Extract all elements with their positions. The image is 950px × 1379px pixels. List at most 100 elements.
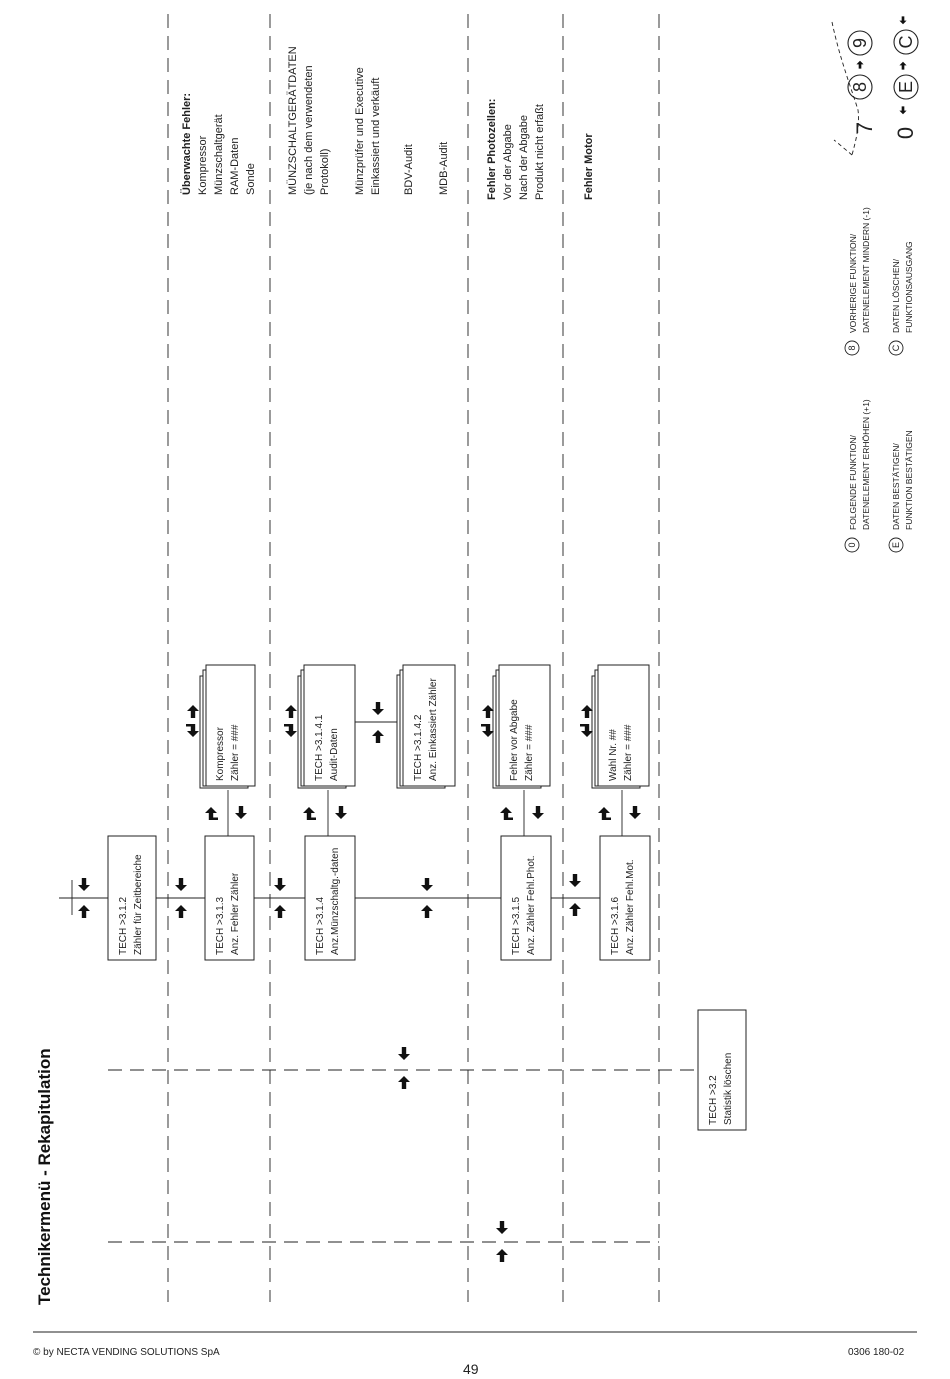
note-muenz-line: (je nach dem verwendeten	[303, 65, 315, 195]
note-muenz-line: MÜNZSCHALTGERÄTDATEN	[287, 46, 299, 195]
footer-copyright: © by NECTA VENDING SOLUTIONS SpA	[33, 1347, 220, 1358]
box-photo-line1: Fehler vor Abgabe	[509, 699, 520, 781]
arrow-down-icon	[629, 806, 641, 819]
note-muenz-bdv: BDV-Audit	[403, 144, 415, 195]
note-muenz-line: Protokoll)	[319, 149, 331, 195]
note-muenz-mdb: MDB-Audit	[438, 142, 450, 195]
note-photo-line: Nach der Abgabe	[518, 115, 530, 200]
svg-text:9: 9	[850, 38, 870, 48]
note-ueberwacht-line: Sonde	[245, 163, 257, 195]
box-kompressor-line2: Zähler = ###	[230, 724, 241, 781]
box-photo-line2: Zähler = ###	[524, 724, 535, 781]
bent-arrow-icon	[205, 807, 218, 820]
key-0-large-icon: 0	[893, 127, 918, 139]
legend-bestaetigen-line2: FUNKTION BESTÄTIGEN	[904, 430, 914, 530]
key-e-icon: E	[888, 537, 904, 553]
bent-arrow-icon	[481, 724, 494, 737]
arrow-down-icon	[421, 878, 433, 891]
arrow-up-icon	[482, 705, 494, 718]
box-314-line2: Anz.Münzschaltg.-daten	[330, 848, 341, 955]
note-photo-line: Produkt nicht erfaßt	[534, 104, 546, 200]
legend-loeschen-line2: FUNKTIONSAUSGANG	[904, 241, 914, 333]
box-32-line1: TECH >3.2	[708, 1075, 719, 1125]
key-7-icon: 7	[852, 122, 877, 134]
svg-text:7: 7	[852, 122, 877, 134]
arrow-down-icon	[78, 878, 90, 891]
arrow-up-icon	[581, 705, 593, 718]
box-314-line1: TECH >3.1.4	[315, 896, 326, 955]
key-e-large-icon: E	[893, 74, 919, 100]
connectors	[59, 721, 623, 915]
key-c-icon: C	[888, 340, 904, 356]
arrow-down-icon	[899, 106, 907, 115]
arrow-up-icon	[78, 905, 90, 918]
arrow-up-icon	[569, 903, 581, 916]
box-312-line2: Zähler für Zeitbereiche	[133, 854, 144, 955]
level-lines	[108, 1069, 698, 1243]
footer-code: 0306 180-02	[848, 1347, 905, 1358]
bent-arrow-icon	[303, 807, 316, 820]
box-einkassiert-line2: Anz. Einkassiert Zähler	[428, 678, 439, 781]
box-315-line2: Anz. Zähler Fehl.Phot.	[526, 856, 537, 956]
note-ueberwacht-line: Kompressor	[197, 135, 209, 195]
arrow-down-icon	[398, 1047, 410, 1060]
arrow-down-icon	[899, 16, 907, 25]
page-title: Technikermenü - Rekapitulation	[35, 1048, 54, 1305]
box-316-line1: TECH >3.1.6	[610, 896, 621, 955]
arrow-down-icon	[372, 702, 384, 715]
column-separators	[167, 14, 660, 1302]
arrow-down-icon	[274, 878, 286, 891]
arrow-up-icon	[398, 1076, 410, 1089]
keypad-illustration: 7 8 9 0 E C	[831, 16, 919, 156]
arrow-up-icon	[175, 905, 187, 918]
svg-text:0: 0	[847, 542, 857, 547]
legend-folgende-line2: DATENELEMENT ERHÖHEN (+1)	[861, 399, 871, 530]
arrow-up-icon	[421, 905, 433, 918]
note-muenz-sub: Münzprüfer und Executive	[354, 67, 366, 195]
key-9-large-icon: 9	[847, 30, 873, 56]
box-audit-line1: TECH >3.1.4.1	[314, 714, 325, 781]
note-motor-heading: Fehler Motor	[583, 133, 595, 200]
arrow-up-icon	[899, 61, 907, 70]
box-312-line1: TECH >3.1.2	[118, 896, 129, 955]
bent-arrow-icon	[598, 807, 611, 820]
arrow-down-icon	[335, 806, 347, 819]
key-0-icon: 0	[844, 537, 860, 553]
main-boxes	[107, 835, 747, 1131]
svg-text:8: 8	[850, 82, 870, 92]
box-texts: TECH >3.1.2 Zähler für Zeitbereiche TECH…	[118, 678, 734, 1125]
note-photo-line: Vor der Abgabe	[502, 124, 514, 200]
box-32-line2: Statistik löschen	[723, 1053, 734, 1125]
arrow-up-icon	[285, 705, 297, 718]
arrow-up-icon	[274, 905, 286, 918]
arrow-up-icon	[856, 60, 864, 69]
bent-arrow-icon	[500, 807, 513, 820]
arrow-down-icon	[175, 878, 187, 891]
legend-folgende-line1: FOLGENDE FUNKTION/	[848, 434, 858, 530]
page-number: 49	[463, 1361, 479, 1377]
bent-arrow-icon	[580, 724, 593, 737]
arrow-down-icon	[569, 874, 581, 887]
box-wahl-line1: Wahl Nr. ##	[608, 729, 619, 781]
box-313-line2: Anz. Fehler Zähler	[230, 872, 241, 955]
box-kompressor-line1: Kompressor	[215, 726, 226, 781]
arrow-down-icon	[532, 806, 544, 819]
key-c-large-icon: C	[893, 29, 919, 55]
arrow-up-icon	[372, 730, 384, 743]
column-notes: Überwachte Fehler: Kompressor Münzschalt…	[180, 46, 595, 200]
svg-text:E: E	[891, 542, 901, 548]
arrow-down-icon	[235, 806, 247, 819]
box-316-line2: Anz. Zähler Fehl.Mot.	[625, 859, 636, 955]
box-313-line1: TECH >3.1.3	[215, 896, 226, 955]
nav-arrows	[78, 702, 641, 1262]
box-wahl-line2: Zähler = ###	[623, 724, 634, 781]
svg-text:8: 8	[847, 345, 857, 350]
bent-arrow-icon	[284, 724, 297, 737]
arrow-up-icon	[496, 1249, 508, 1262]
key-8-large-icon: 8	[847, 74, 873, 100]
note-ueberwacht-line: RAM-Daten	[229, 138, 241, 195]
note-photo-heading: Fehler Photozellen:	[486, 99, 498, 200]
box-einkassiert-line1: TECH >3.1.4.2	[413, 714, 424, 781]
svg-text:0: 0	[893, 127, 918, 139]
